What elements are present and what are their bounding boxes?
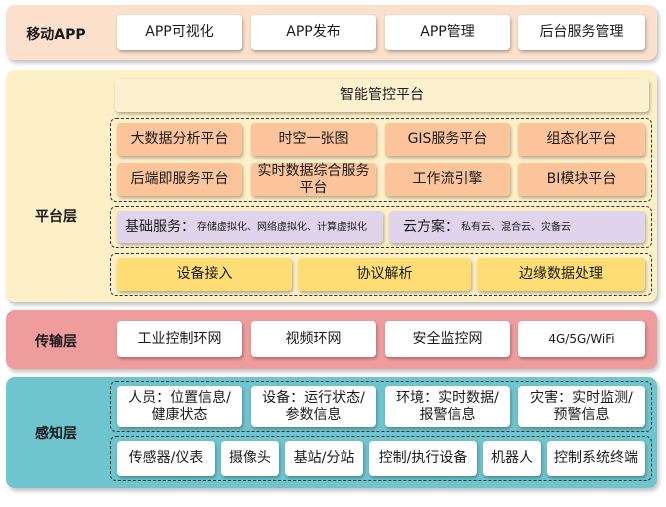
info-equipment-box: 设备：运行状态/参数信息 <box>251 386 376 427</box>
platform-module-bi: BI模块平台 <box>518 163 645 196</box>
transport-item-wireless: 4G/5G/WiFi <box>518 321 645 357</box>
device-camera-box: 摄像头 <box>221 441 279 476</box>
basic-services-detail: 存储虚拟化、网络虚拟化、计算虚拟化 <box>197 221 367 233</box>
device-sensor-box: 传感器/仪表 <box>117 441 215 476</box>
device-robot-box: 机器人 <box>483 441 541 476</box>
platform-access-group <box>110 253 652 296</box>
transport-item-industrial-ring: 工业控制环网 <box>117 321 242 357</box>
platform-module-configuration: 组态化平台 <box>518 123 645 156</box>
transport-layer: 传输层 工业控制环网 视频环网 安全监控网 4G/5G/WiFi <box>6 310 657 369</box>
platform-layer: 平台层 智能管控平台 大数据分析平台 时空一张图 GIS服务平台 组态化平台 后… <box>6 70 657 302</box>
layer-title-platform: 平台层 <box>35 209 77 225</box>
platform-module-gis: GIS服务平台 <box>385 123 510 156</box>
mobile-item-manage: APP管理 <box>385 15 510 50</box>
device-control-actuator-box: 控制/执行设备 <box>369 441 477 476</box>
mobile-item-backend-service: 后台服务管理 <box>518 15 645 50</box>
mobile-item-visualization: APP可视化 <box>117 15 242 50</box>
protocol-parsing-box: 协议解析 <box>298 258 471 291</box>
transport-item-security-net: 安全监控网 <box>385 321 510 357</box>
info-disaster-box: 灾害：实时监测/预警信息 <box>518 386 645 427</box>
cloud-solution-box: 云方案： 私有云、混合云、灾备云 <box>389 211 645 243</box>
platform-services-group <box>110 206 652 248</box>
platform-modules-group <box>110 118 652 202</box>
layer-title-perception: 感知层 <box>35 426 77 442</box>
cloud-solution-label: 云方案： <box>403 218 459 235</box>
perception-layer: 感知层 人员：位置信息/健康状态 设备：运行状态/参数信息 环境：实时数据/报警… <box>6 377 657 488</box>
platform-module-workflow: 工作流引擎 <box>385 163 510 196</box>
smart-control-platform-header: 智能管控平台 <box>115 79 649 112</box>
mobile-item-publish: APP发布 <box>251 15 376 50</box>
basic-services-box: 基础服务： 存储虚拟化、网络虚拟化、计算虚拟化 <box>117 211 383 243</box>
device-access-box: 设备接入 <box>117 258 292 291</box>
basic-services-label: 基础服务： <box>125 218 195 235</box>
perception-devices-group <box>110 436 652 481</box>
perception-info-group <box>110 381 652 432</box>
device-base-station-box: 基站/分站 <box>285 441 363 476</box>
platform-module-big-data: 大数据分析平台 <box>117 123 242 156</box>
cloud-solution-detail: 私有云、混合云、灾备云 <box>461 221 571 233</box>
platform-module-spatiotemporal-map: 时空一张图 <box>251 123 376 156</box>
device-control-terminal-box: 控制系统终端 <box>547 441 645 476</box>
mobile-app-layer: 移动APP APP可视化 APP发布 APP管理 后台服务管理 <box>6 5 657 60</box>
layer-title-transport: 传输层 <box>35 334 77 350</box>
platform-module-baas: 后端即服务平台 <box>117 163 242 196</box>
edge-data-processing-box: 边缘数据处理 <box>477 258 645 291</box>
info-personnel-box: 人员：位置信息/健康状态 <box>117 386 242 427</box>
platform-module-realtime-data: 实时数据综合服务平台 <box>251 163 376 196</box>
layer-title-mobile-app: 移动APP <box>26 27 86 43</box>
transport-item-video-ring: 视频环网 <box>251 321 376 357</box>
info-environment-box: 环境：实时数据/报警信息 <box>385 386 510 427</box>
